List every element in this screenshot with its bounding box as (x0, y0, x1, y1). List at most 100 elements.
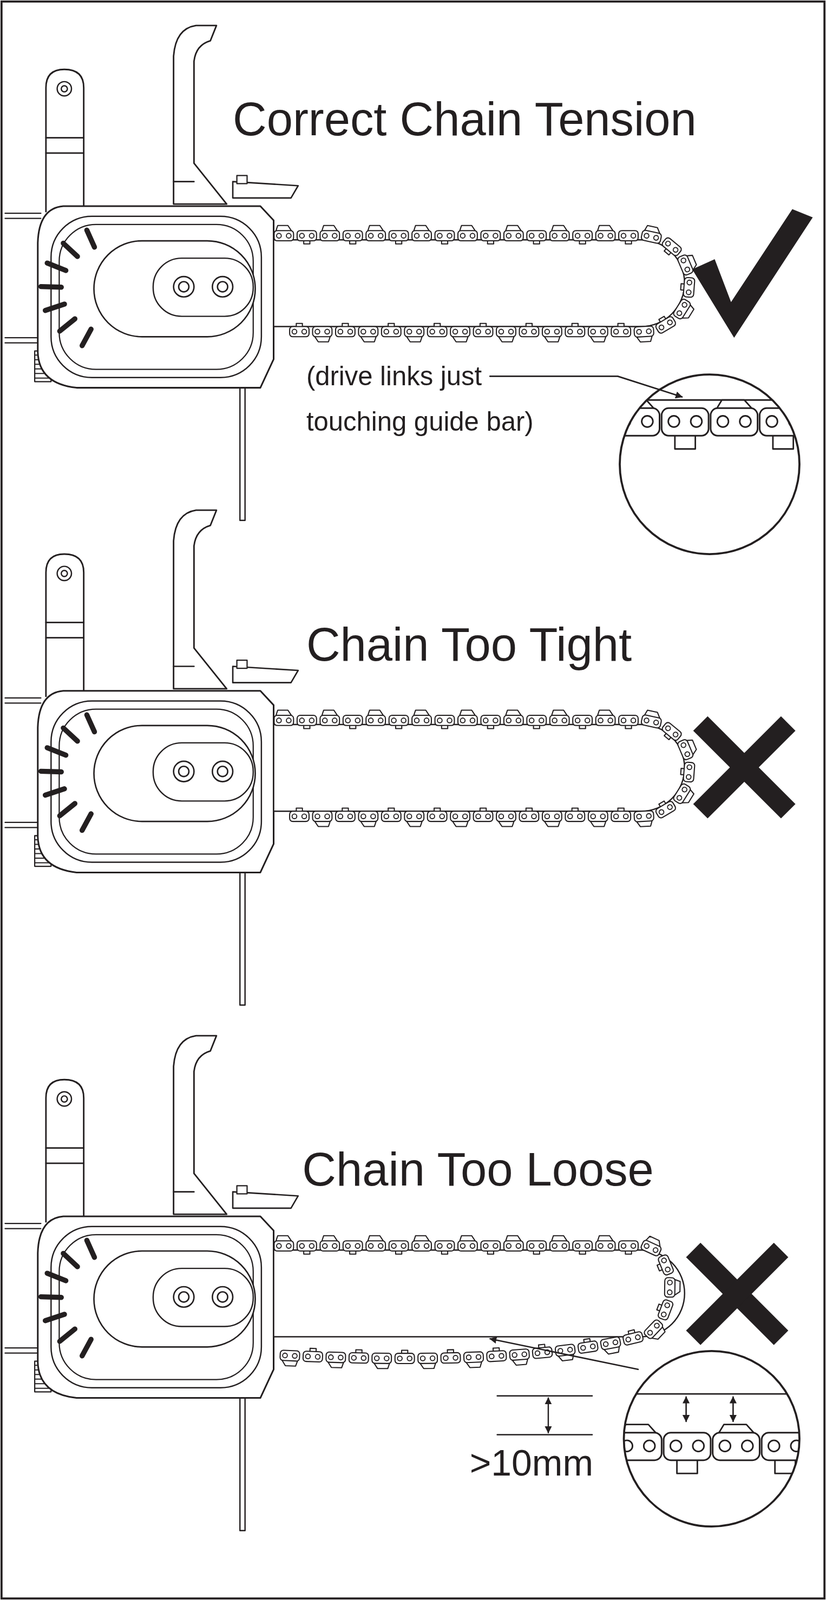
link-rivet (653, 234, 659, 241)
chain-link (319, 225, 340, 241)
link-rivet (567, 814, 573, 819)
link-plate (640, 1239, 662, 1257)
chain-link (680, 277, 696, 298)
link-rivet (493, 1243, 498, 1249)
link-rivet (437, 233, 443, 239)
link-rivet (670, 1440, 682, 1453)
chain-link (595, 710, 616, 726)
handle-line (46, 621, 84, 624)
link-rivet (516, 233, 522, 239)
link-rivet (646, 329, 652, 334)
link-rivet (462, 329, 468, 335)
link-rivet (815, 415, 826, 428)
bar-nut-inner (178, 281, 189, 292)
link-rivet (322, 233, 328, 239)
link-rivet (447, 1243, 452, 1249)
link-plate (633, 325, 654, 338)
chain-link (427, 808, 448, 823)
link-rivet (544, 329, 550, 335)
chain-link (440, 1349, 461, 1364)
link-rivet (676, 310, 683, 317)
link-rivet (292, 329, 298, 335)
link-rivet (286, 718, 292, 724)
mount-rod (4, 217, 41, 219)
chain-link (654, 1298, 674, 1322)
link-plate (473, 326, 494, 337)
chain-link (312, 326, 333, 342)
link-rivet (429, 814, 435, 819)
chainsaw (4, 1036, 685, 1532)
link-plate (457, 715, 478, 726)
link-rivet (338, 814, 344, 819)
link-rivet (508, 329, 514, 335)
link-rivet (672, 731, 679, 738)
link-rivet (561, 1243, 567, 1249)
link-plate (450, 326, 470, 337)
link-rivet (315, 1354, 320, 1360)
link-plate (349, 1353, 369, 1365)
link-rivet (569, 415, 582, 428)
cooling-fin (41, 771, 62, 772)
rear-handle (46, 1079, 84, 1223)
chainsaw (4, 25, 699, 521)
chain-link (618, 230, 639, 245)
chain-link (588, 811, 608, 827)
link-rivet (338, 329, 344, 335)
chainsaw (4, 510, 699, 1006)
link-rivet (462, 814, 468, 819)
link-rivet (646, 1329, 654, 1337)
link-rivet (368, 718, 374, 724)
link-plate (486, 1351, 507, 1363)
chain-link (457, 710, 478, 726)
link-rivet (680, 257, 687, 264)
link-rivet (397, 1356, 403, 1362)
link-rivet (521, 1352, 527, 1357)
link-plate (519, 811, 540, 822)
handle-line (173, 180, 195, 183)
link-rivet (621, 233, 627, 239)
link-rivet (681, 301, 688, 308)
cross-mark (700, 723, 789, 812)
guide-bar (273, 724, 685, 812)
bar-nut (173, 276, 195, 298)
cooling-fin (63, 1254, 78, 1268)
link-rivet (322, 718, 328, 724)
link-rivet (516, 1243, 522, 1249)
bar-nut (212, 1287, 233, 1308)
link-rivet (660, 1312, 667, 1319)
chain-link (572, 715, 593, 730)
link-rivet (286, 1243, 292, 1249)
link-rivet (590, 1344, 596, 1350)
link-plate (480, 230, 501, 241)
cutter-tooth (813, 400, 826, 411)
link-rivet (717, 415, 729, 428)
link-rivet (493, 718, 498, 724)
link-plate (389, 715, 409, 726)
link-plate (672, 298, 692, 320)
link-plate (672, 783, 692, 805)
link-plate (435, 1241, 455, 1252)
link-rivet (485, 329, 491, 335)
link-rivet (470, 1243, 476, 1249)
handle-line (46, 136, 84, 139)
link-rivet (453, 1355, 458, 1361)
link-plate (640, 230, 662, 245)
chain-link (653, 797, 677, 819)
chain-link (457, 225, 478, 241)
link-rivet (676, 795, 683, 802)
link-rivet (338, 1355, 344, 1361)
lower-rod (239, 1388, 245, 1532)
handle-hole (61, 570, 68, 577)
chain-link (343, 230, 363, 245)
link-plate (411, 715, 432, 726)
link-rivet (414, 718, 420, 724)
link-rivet (666, 804, 674, 811)
chain-link (640, 224, 664, 244)
chain-link (572, 1241, 593, 1255)
chain-link (680, 762, 696, 783)
link-plate (643, 1319, 664, 1341)
panel-heading: Chain Too Tight (306, 621, 632, 669)
link-plate (622, 1331, 644, 1347)
chain-link (473, 808, 494, 823)
side-cover (50, 216, 262, 378)
